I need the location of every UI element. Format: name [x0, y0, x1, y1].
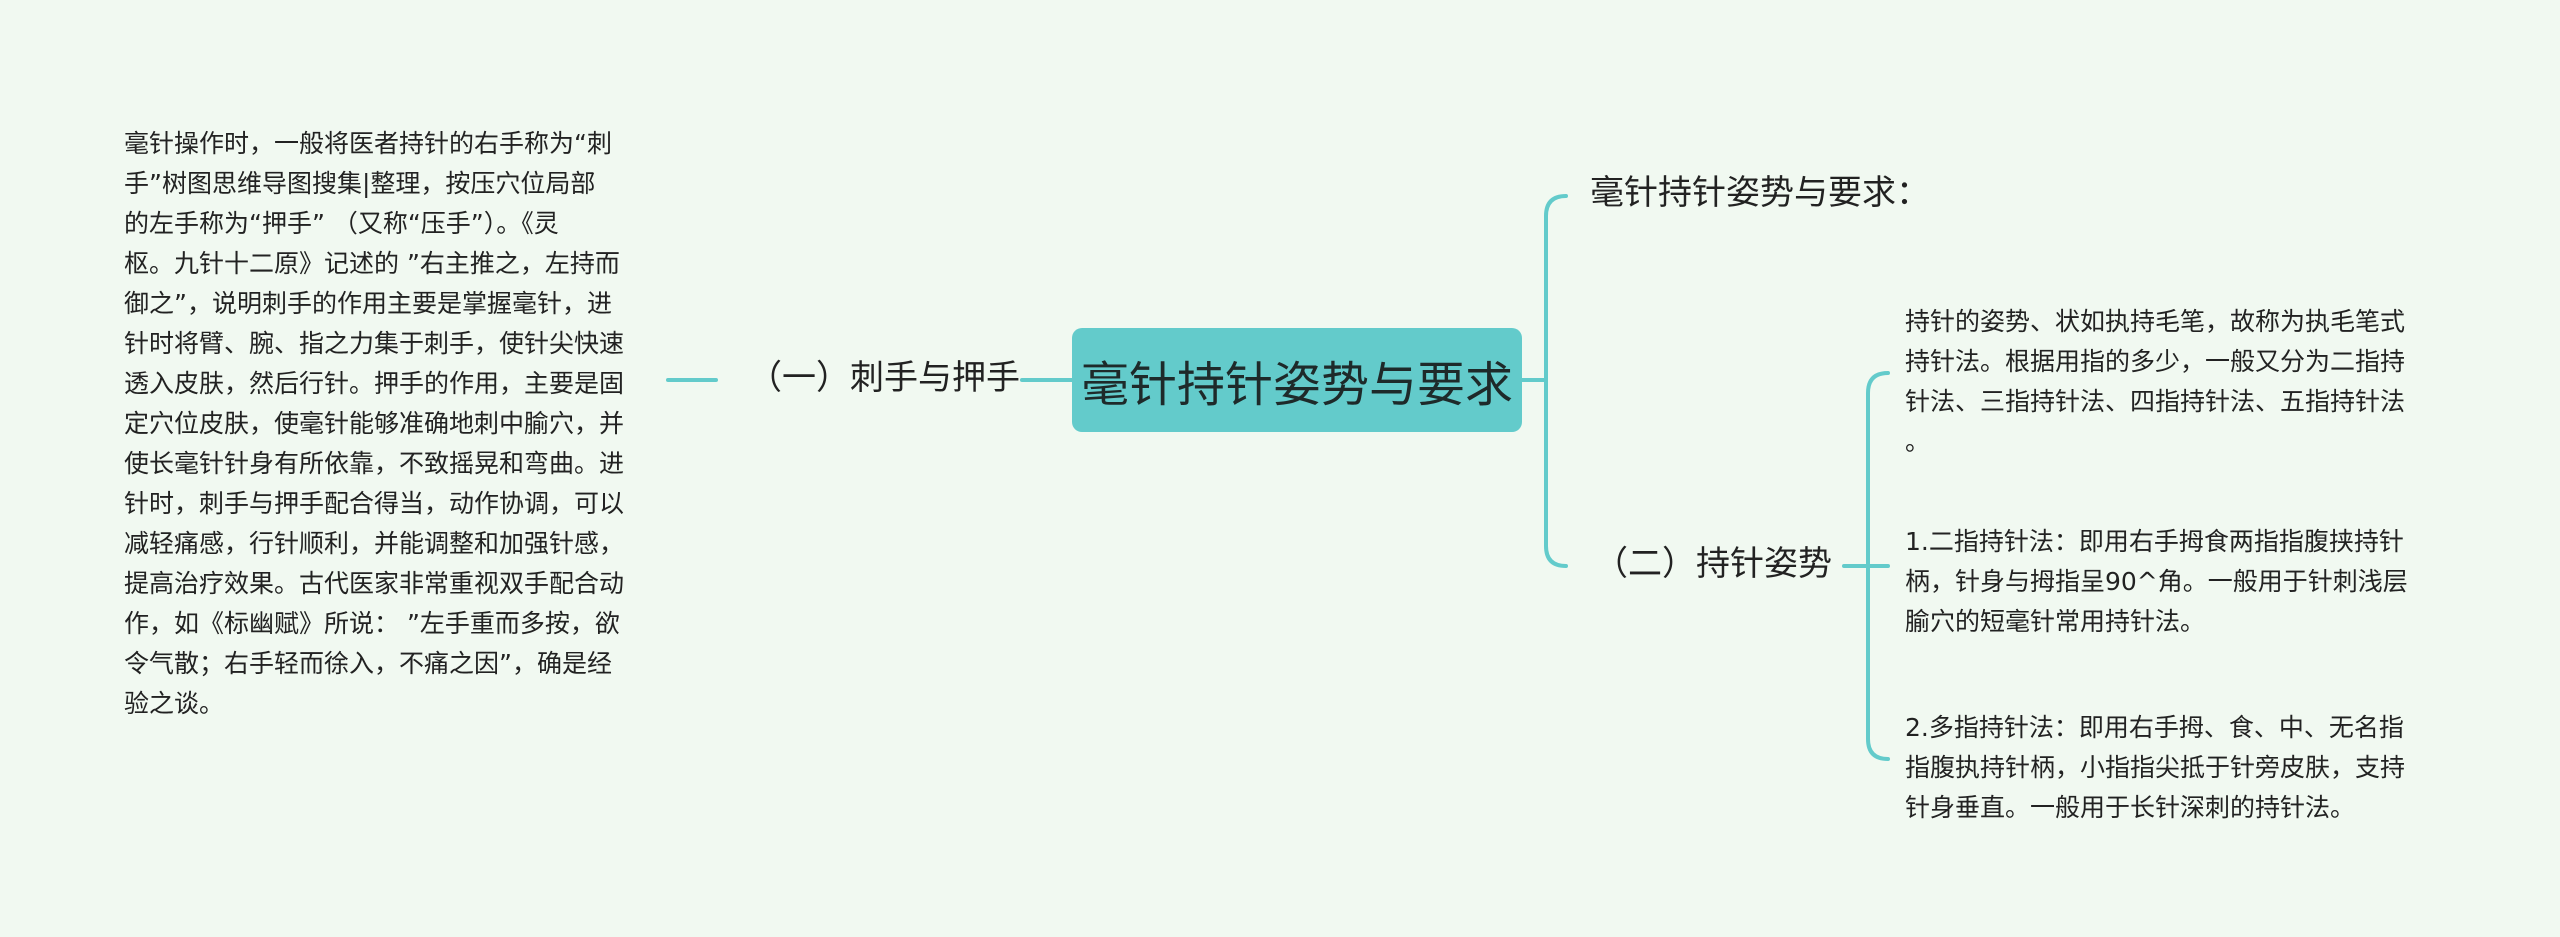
branch-left[interactable]: （一）刺手与押手 — [748, 358, 1020, 399]
leaf-right-3: 2.多指持针法：即用右手拇、食、中、无名指 指腹执持针柄，小指指尖抵于针旁皮肤，… — [1905, 713, 2406, 822]
branch-right-bottom[interactable]: （二）持针姿势 — [1594, 544, 1832, 585]
leaf-right-1: 持针的姿势、状如执持毛笔，故称为执毛笔式 持针法。根据用指的多少，一般又分为二指… — [1905, 307, 2406, 456]
leaf-right-2: 1.二指持针法：即用右手拇食两指指腹挟持针 柄，针身与拇指呈90^角。一般用于针… — [1905, 527, 2408, 636]
connector-right-fork — [1544, 194, 1568, 568]
branch-right-top-label: 毫针持针姿势与要求： — [1590, 173, 1930, 213]
root-topic[interactable]: 毫针持针姿势与要求 — [1072, 328, 1522, 432]
branch-right-bottom-label: （二）持针姿势 — [1594, 544, 1832, 584]
leaf-left-text: 毫针操作时，一般将医者持针的右手称为“刺 手”树图思维导图搜集|整理，按压穴位局… — [124, 129, 625, 718]
root-topic-label: 毫针持针姿势与要求 — [1080, 357, 1513, 413]
branch-left-label: （一）刺手与押手 — [748, 358, 1020, 398]
branch-right-top[interactable]: 毫针持针姿势与要求： — [1590, 173, 1930, 214]
